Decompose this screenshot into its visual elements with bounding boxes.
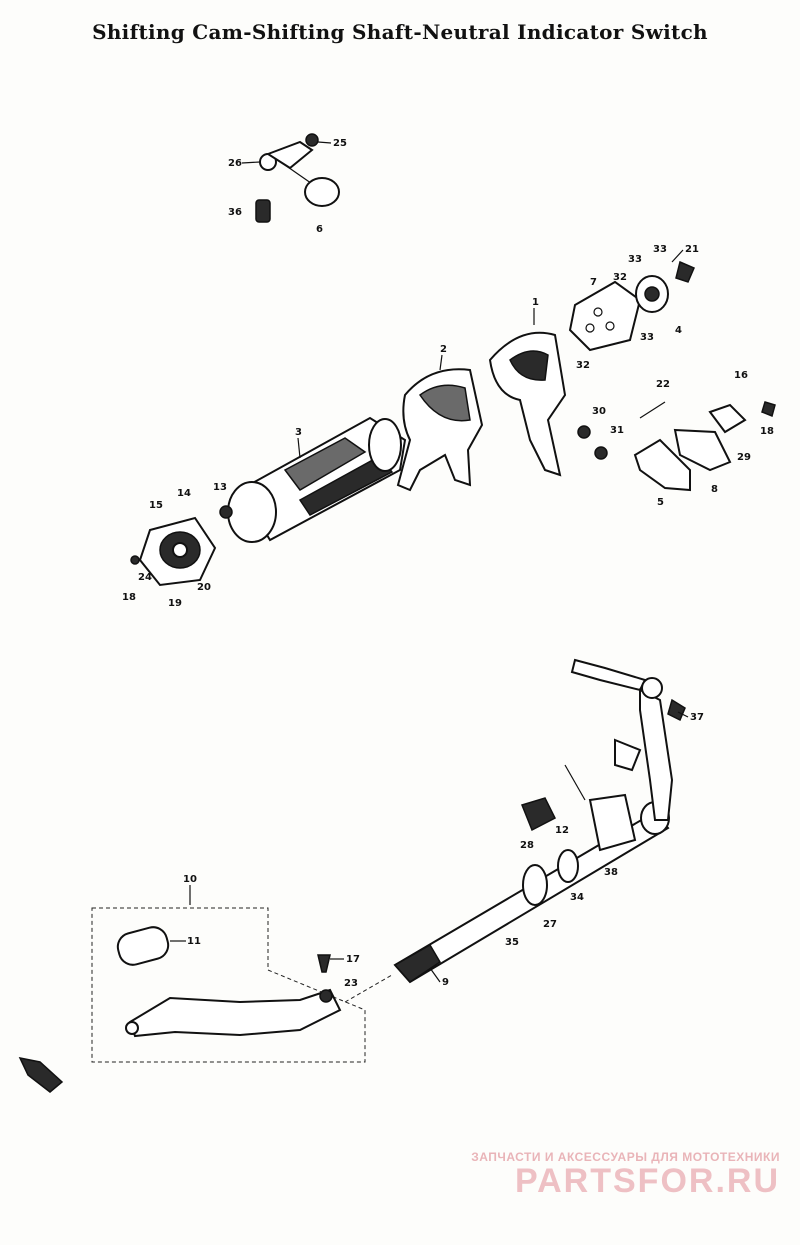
label-part-32a: 32 xyxy=(613,272,627,283)
label-part-24: 24 xyxy=(138,572,152,583)
label-part-3: 3 xyxy=(295,427,302,438)
label-part-13: 13 xyxy=(213,482,227,493)
label-part-33a: 33 xyxy=(653,244,667,255)
label-part-28: 28 xyxy=(520,840,534,851)
label-part-6: 6 xyxy=(316,224,323,235)
part-labels: 25 26 6 36 21 33 33 7 32 4 33 32 1 2 3 2… xyxy=(122,138,774,989)
leader-lines xyxy=(170,141,689,983)
label-part-10: 10 xyxy=(183,874,197,885)
shifting-cam-drum xyxy=(227,416,407,543)
label-part-5: 5 xyxy=(657,497,664,508)
label-part-26: 26 xyxy=(228,158,242,169)
label-part-12: 12 xyxy=(555,825,569,836)
label-part-22: 22 xyxy=(656,379,670,390)
label-part-37: 37 xyxy=(690,712,704,723)
label-part-33b: 33 xyxy=(628,254,642,265)
watermark-tagline: ЗАПЧАСТИ И АКСЕССУАРЫ ДЛЯ МОТОТЕХНИКИ xyxy=(471,1150,780,1164)
label-part-29a: 29 xyxy=(737,452,751,463)
label-part-16: 16 xyxy=(734,370,748,381)
label-part-11: 11 xyxy=(187,936,201,947)
label-part-32b: 32 xyxy=(576,360,590,371)
label-part-38: 38 xyxy=(604,867,618,878)
gear-shift-arm xyxy=(521,658,686,832)
stopper-plates xyxy=(577,401,776,492)
label-part-7: 7 xyxy=(590,277,597,288)
gear-shift-lever xyxy=(91,885,393,1063)
label-part-2: 2 xyxy=(440,344,447,355)
label-part-30: 30 xyxy=(592,406,606,417)
label-part-35: 35 xyxy=(505,937,519,948)
page-title: Shifting Cam-Shifting Shaft-Neutral Indi… xyxy=(92,20,708,44)
label-part-15: 15 xyxy=(149,500,163,511)
label-part-20: 20 xyxy=(197,582,211,593)
label-part-14: 14 xyxy=(177,488,191,499)
shift-fork-2 xyxy=(396,368,484,492)
label-part-19: 19 xyxy=(168,598,182,609)
label-part-8: 8 xyxy=(711,484,718,495)
label-part-31: 31 xyxy=(610,425,624,436)
cam-stopper-assembly xyxy=(568,260,695,352)
label-part-27: 27 xyxy=(543,919,557,930)
label-part-36: 36 xyxy=(228,207,242,218)
label-part-9: 9 xyxy=(442,977,449,988)
watermark: ЗАПЧАСТИ И АКСЕССУАРЫ ДЛЯ МОТОТЕХНИКИ PA… xyxy=(471,1150,780,1201)
neutral-switch-lever xyxy=(255,133,340,223)
watermark-logo: PARTSFOR.RU xyxy=(514,1162,780,1200)
shift-fork-1 xyxy=(488,331,567,477)
label-part-1: 1 xyxy=(532,297,539,308)
label-part-18b: 18 xyxy=(122,592,136,603)
label-part-25: 25 xyxy=(333,138,347,149)
bolt-fragment xyxy=(18,1056,64,1093)
shifting-shaft xyxy=(393,793,670,984)
label-part-4: 4 xyxy=(675,325,682,336)
label-part-18a: 18 xyxy=(760,426,774,437)
label-part-23: 23 xyxy=(344,978,358,989)
label-part-34: 34 xyxy=(570,892,584,903)
label-part-17: 17 xyxy=(346,954,360,965)
cam-guide-assembly xyxy=(130,505,233,587)
label-part-33c: 33 xyxy=(640,332,654,343)
label-part-21: 21 xyxy=(685,244,699,255)
